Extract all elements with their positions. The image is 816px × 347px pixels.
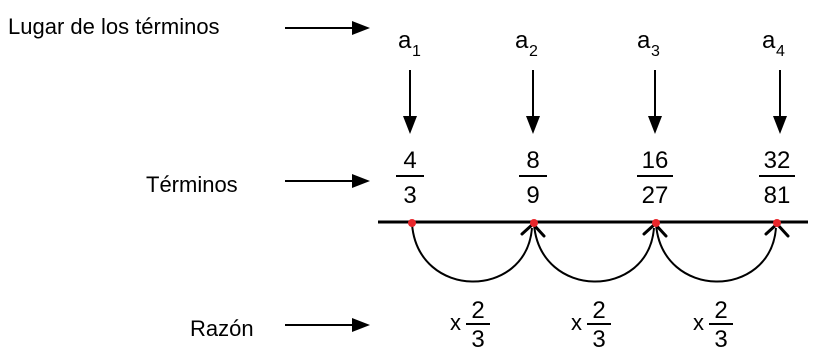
place-label: Lugar de los términos	[8, 14, 220, 39]
svg-text:a: a	[515, 27, 529, 54]
ratio-1: x 2 3	[450, 297, 490, 347]
svg-text:81: 81	[764, 182, 791, 209]
svg-text:27: 27	[642, 182, 669, 209]
place-to-term-arrows	[403, 70, 787, 134]
svg-text:4: 4	[403, 147, 416, 174]
place-arrow	[285, 21, 370, 35]
svg-text:a: a	[637, 27, 651, 54]
place-a1: a 1	[398, 27, 421, 60]
svg-text:3: 3	[403, 182, 416, 209]
svg-text:2: 2	[529, 43, 538, 60]
terms-arrow	[285, 174, 370, 188]
svg-text:2: 2	[471, 297, 484, 324]
term-1: 4 3	[396, 147, 424, 209]
svg-text:a: a	[398, 27, 412, 54]
svg-text:16: 16	[642, 147, 669, 174]
svg-text:2: 2	[714, 297, 727, 324]
svg-text:x: x	[571, 310, 582, 335]
svg-text:3: 3	[714, 326, 727, 347]
ratio-2: x 2 3	[571, 297, 611, 347]
term-points	[408, 219, 781, 227]
svg-text:2: 2	[592, 297, 605, 324]
ratio-3: x 2 3	[693, 297, 733, 347]
svg-text:3: 3	[592, 326, 605, 347]
svg-text:9: 9	[526, 182, 539, 209]
svg-text:x: x	[693, 310, 704, 335]
ratio-arrow	[285, 318, 370, 332]
terms-label: Términos	[146, 172, 238, 197]
term-3: 16 27	[637, 147, 673, 209]
svg-text:32: 32	[764, 147, 791, 174]
term-2: 8 9	[519, 147, 547, 209]
svg-text:x: x	[450, 310, 461, 335]
place-a3: a 3	[637, 27, 660, 60]
place-a2: a 2	[515, 27, 538, 60]
ratio-arcs	[411, 223, 777, 283]
svg-text:a: a	[762, 27, 776, 54]
ratio-label: Razón	[190, 316, 254, 341]
svg-text:3: 3	[651, 43, 660, 60]
place-a4: a 4	[762, 27, 785, 60]
svg-text:8: 8	[526, 147, 539, 174]
svg-text:3: 3	[471, 326, 484, 347]
term-4: 32 81	[759, 147, 795, 209]
svg-text:4: 4	[776, 43, 785, 60]
svg-text:1: 1	[412, 43, 421, 60]
